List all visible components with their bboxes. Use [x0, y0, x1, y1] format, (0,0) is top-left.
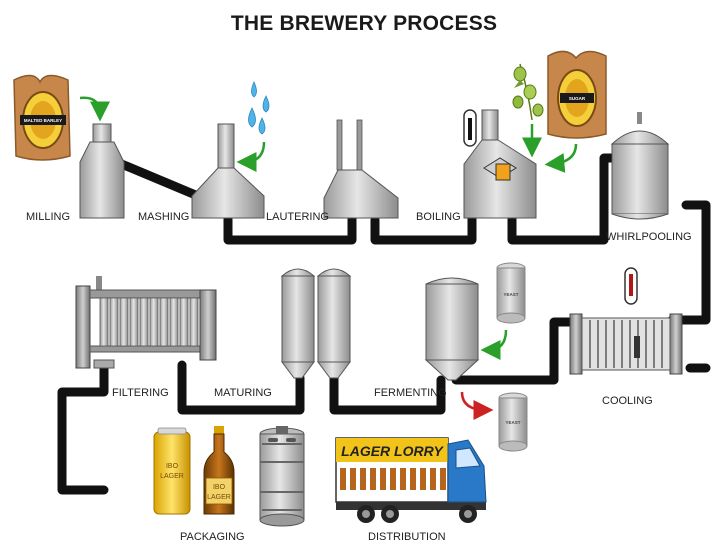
step-label-whirlpooling: WHIRLPOOLING — [606, 231, 692, 243]
pipe-cooling-to-ferment — [451, 317, 585, 385]
truck-banner-text: LAGER LORRY — [341, 443, 444, 459]
beer-keg-icon — [259, 426, 305, 527]
yeast-in-arrow-icon — [480, 329, 508, 360]
barley-in-arrow-icon — [79, 96, 110, 122]
step-label-mashing: MASHING — [138, 211, 189, 223]
pipe-mill-to-mash — [107, 155, 203, 201]
step-label-cooling: COOLING — [602, 395, 653, 407]
yeast-out-arrow-icon — [460, 391, 494, 420]
maturing-tanks-vessel — [280, 268, 352, 379]
water-in-arrow-icon — [236, 141, 266, 172]
thermometer-icon — [463, 109, 477, 147]
step-label-distribution: DISTRIBUTION — [368, 531, 446, 543]
yeast-container-out-icon: YEAST — [498, 392, 528, 452]
thermometer-icon — [624, 267, 638, 305]
malted-barley-sack-icon: MALTED BARLEY — [13, 74, 71, 161]
yeast-out-label: YEAST — [505, 420, 520, 425]
step-label-lautering: LAUTERING — [266, 211, 329, 223]
malted-barley-label: MALTED BARLEY — [24, 118, 62, 123]
yeast-container-in-icon: YEAST — [496, 262, 526, 324]
bottle-label-line2: LAGER — [207, 494, 231, 501]
lauter-tun-vessel — [323, 119, 399, 219]
sugar-sack-icon: SUGAR — [547, 50, 607, 139]
step-label-fermenting: FERMENTING — [374, 387, 447, 399]
pipe-mature-to-filter — [177, 360, 305, 415]
mill-vessel — [79, 123, 125, 219]
step-label-milling: MILLING — [26, 211, 70, 223]
yeast-in-label: YEAST — [503, 292, 518, 297]
pipe-filter-to-pack — [57, 360, 109, 495]
page-title: THE BREWERY PROCESS — [231, 12, 497, 35]
pipes — [57, 153, 711, 495]
pipe-ferment-to-mature — [329, 373, 446, 415]
can-label-line2: LAGER — [160, 473, 184, 480]
whirlpool-vessel — [610, 112, 670, 220]
filter-press-vessel — [75, 276, 217, 369]
pipe-lauter-to-boil — [370, 213, 477, 245]
water-drops-icon — [248, 81, 270, 135]
cooler-vessel — [569, 313, 683, 375]
boil-kettle-vessel — [463, 109, 537, 219]
pipe-mash-to-lauter — [223, 213, 357, 245]
step-label-filtering: FILTERING — [112, 387, 169, 399]
lager-can-icon: IBO LAGER — [153, 427, 191, 515]
sugar-label: SUGAR — [569, 96, 586, 101]
bottle-label-line1: IBO — [213, 484, 226, 491]
step-label-boiling: BOILING — [416, 211, 461, 223]
pipe-whirlpool-to-cooling — [667, 200, 711, 325]
step-label-packaging: PACKAGING — [180, 531, 245, 543]
hops-icon — [512, 63, 544, 121]
pipe-boil-to-whirlpool — [507, 153, 621, 245]
step-label-maturing: MATURING — [214, 387, 272, 399]
lager-bottle-icon: IBO LAGER — [203, 426, 235, 515]
mash-tun-vessel — [191, 123, 265, 219]
fermenter-vessel — [424, 277, 480, 381]
sugar-in-arrow-icon — [544, 143, 578, 173]
lager-lorry-truck-icon: LAGER LORRY — [335, 437, 487, 523]
can-label-line1: IBO — [166, 463, 179, 470]
